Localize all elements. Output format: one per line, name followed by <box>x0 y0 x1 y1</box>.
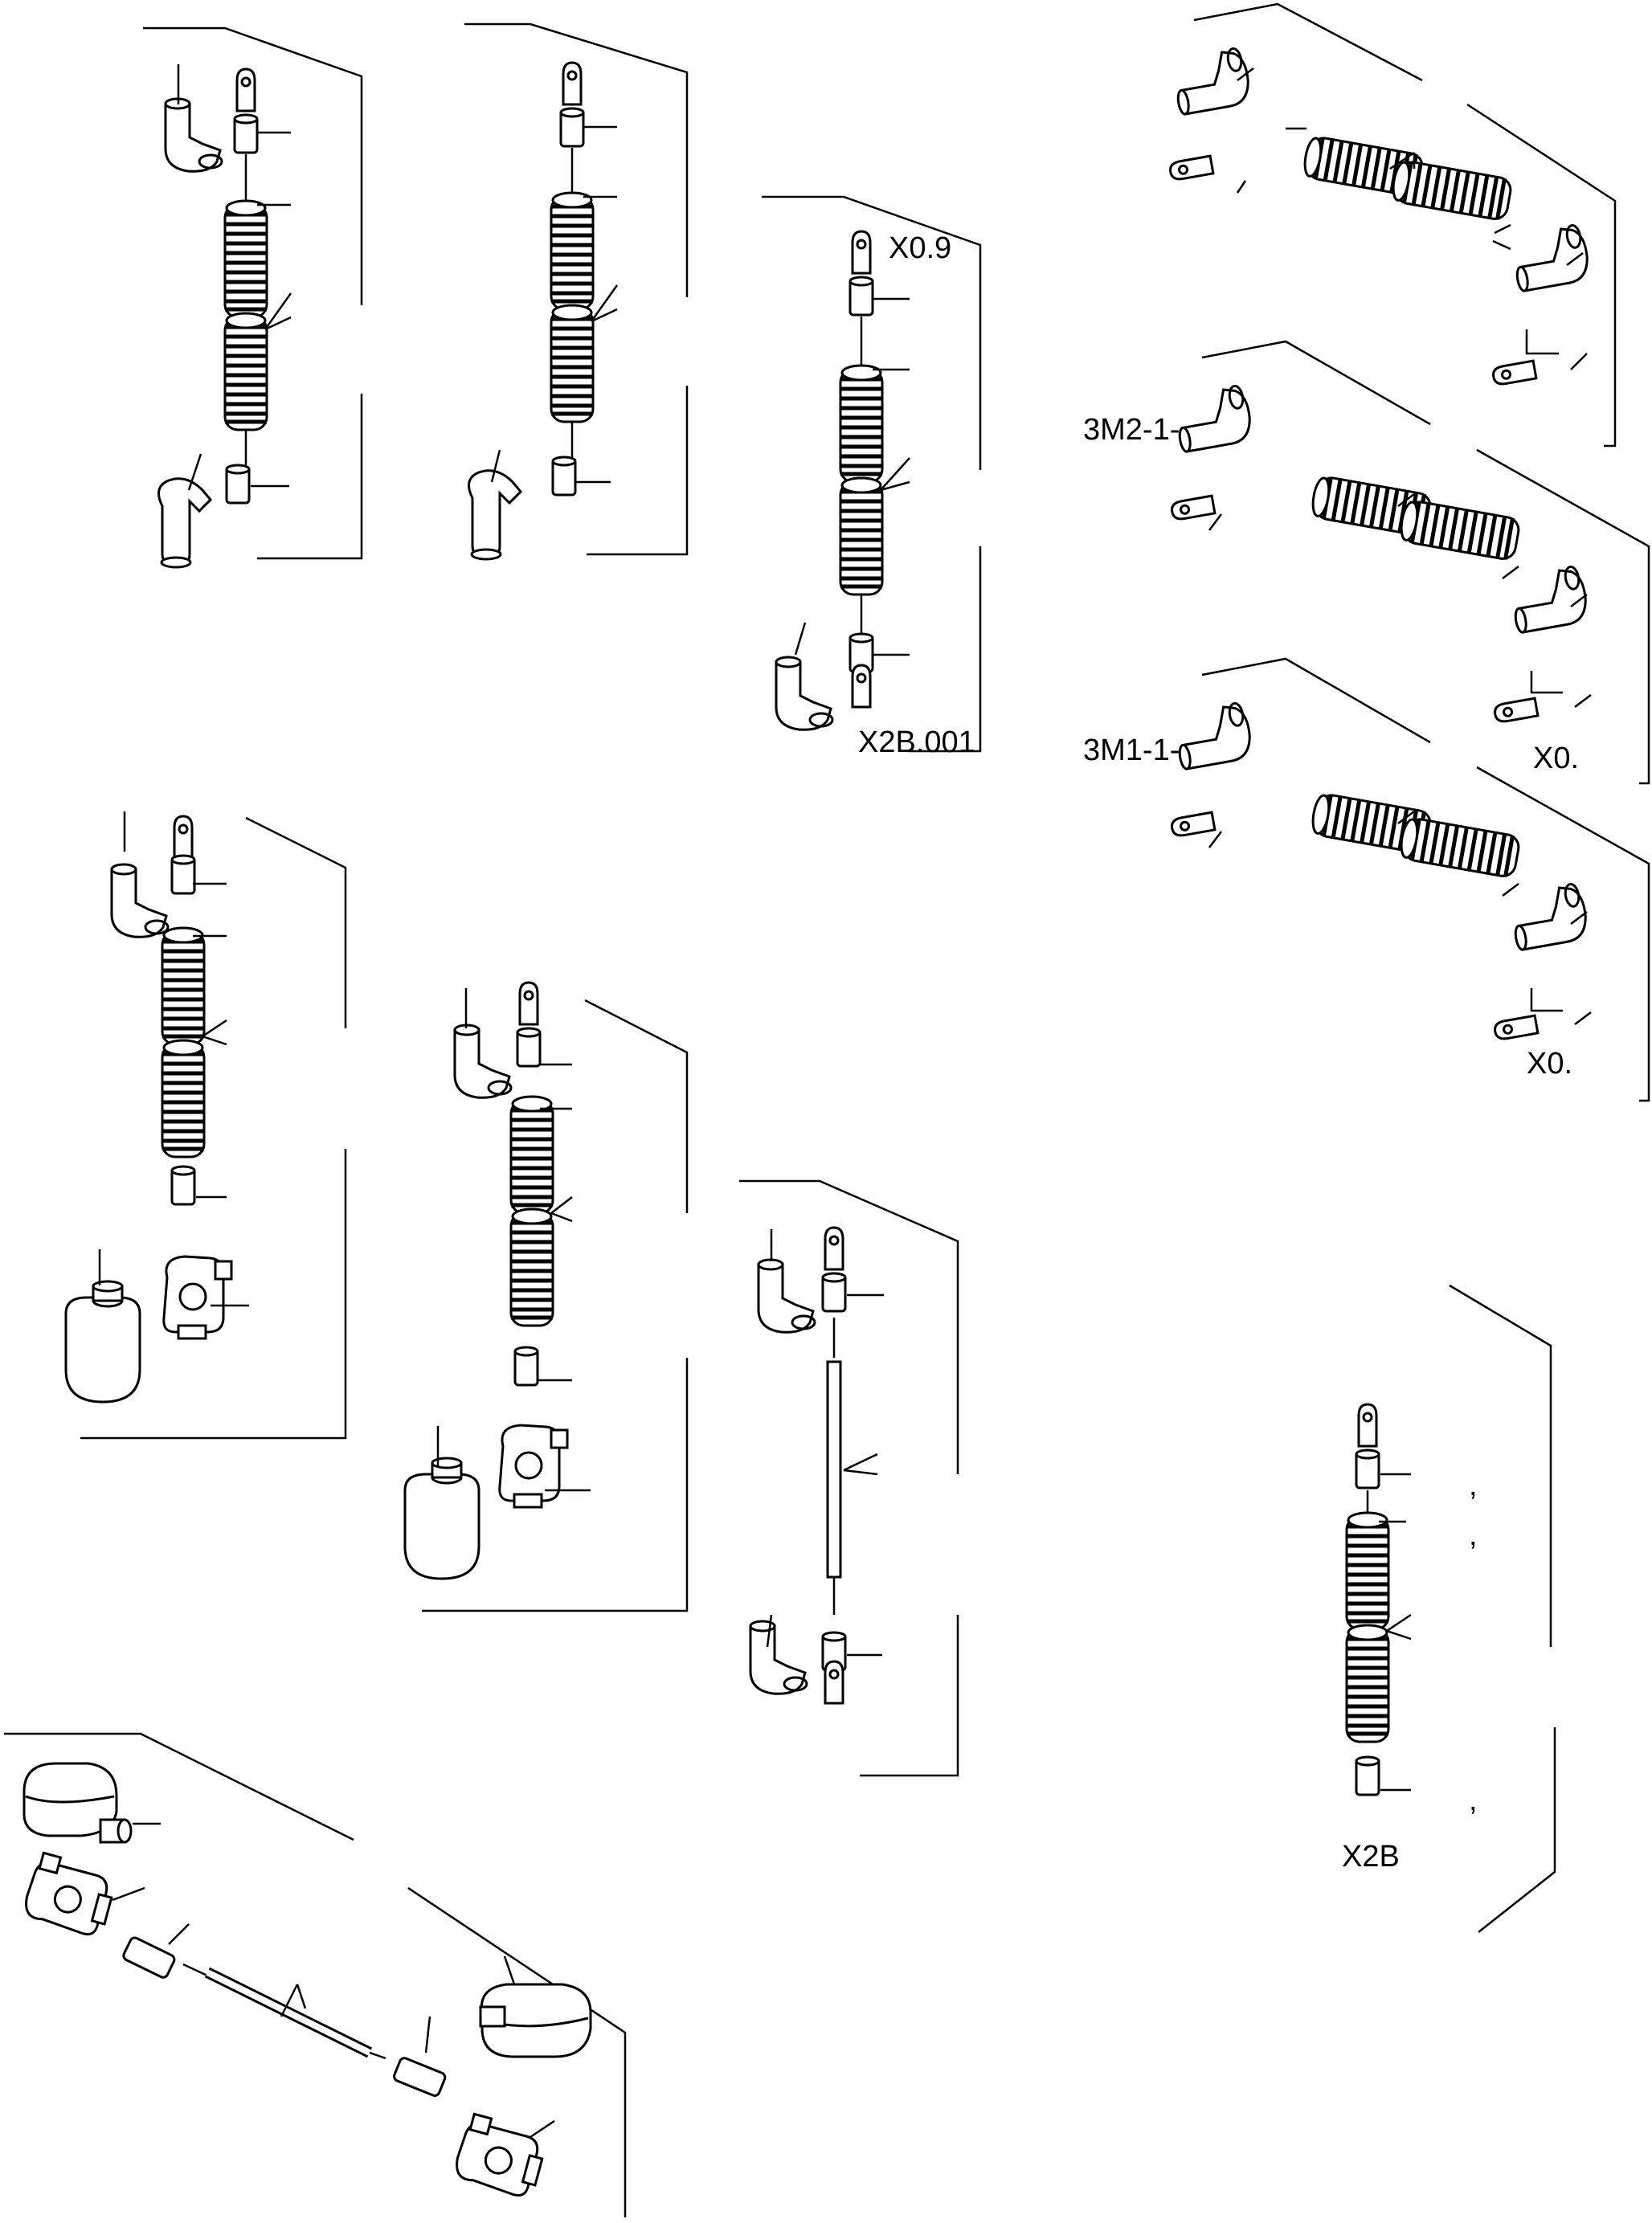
label-x0-lower: X0. <box>1527 1047 1573 1081</box>
label-3m2-1: 3M2-1- <box>1083 413 1180 447</box>
label-comma-3: , <box>1469 1784 1478 1817</box>
label-comma-2: , <box>1469 1518 1478 1552</box>
label-3m1-1: 3M1-1- <box>1083 734 1180 767</box>
label-comma-1: , <box>1469 1469 1478 1502</box>
label-x2b-001: X2B.001 <box>858 725 975 759</box>
label-x0-9: X0.9 <box>889 231 952 265</box>
label-x2b: X2B <box>1342 1840 1400 1874</box>
label-x0-upper: X0. <box>1533 742 1580 775</box>
